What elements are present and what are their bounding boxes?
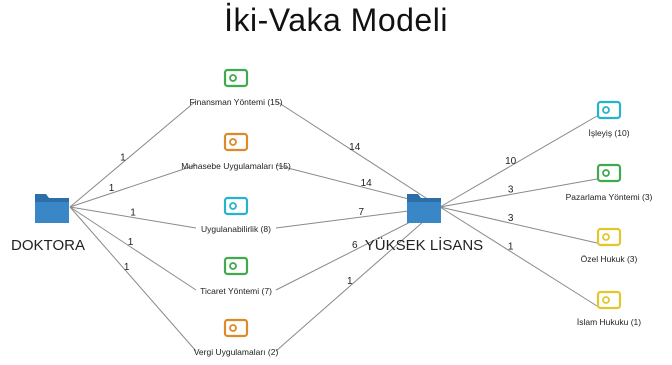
code-uygulanabilirlik-tag-icon bbox=[223, 196, 249, 216]
case-doktora-folder-icon bbox=[35, 194, 69, 223]
edge-yuksek-isleyis bbox=[439, 115, 598, 208]
code-isleyis-tag-icon bbox=[596, 100, 622, 120]
edge-weight-doktora-vergi: 1 bbox=[124, 262, 130, 273]
code-label-pazarlama: Pazarlama Yöntemi (3) bbox=[566, 192, 653, 202]
code-vergi-tag-icon bbox=[223, 318, 249, 338]
edge-weight-yuksek-finansman: 14 bbox=[349, 142, 361, 153]
edge-weight-yuksek-uygulanabilirlik: 7 bbox=[358, 207, 364, 218]
edge-doktora-uygulanabilirlik bbox=[69, 206, 197, 229]
edge-weight-yuksek-ozel: 3 bbox=[508, 213, 514, 224]
edge-layer: 1 1 1 1 1 14 14 7 6 1 10 3 3 1 bbox=[69, 100, 598, 352]
node-layer: DOKTORA YÜKSEK LİSANS Finansman Yöntemi (1… bbox=[11, 68, 653, 357]
code-label-finansman: Finansman Yöntemi (15) bbox=[190, 97, 283, 107]
edge-weight-yuksek-ticaret: 6 bbox=[352, 240, 358, 251]
code-ozel-tag-icon bbox=[596, 227, 622, 247]
edge-yuksek-pazarlama bbox=[439, 178, 598, 208]
code-label-uygulanabilirlik: Uygulanabilirlik (8) bbox=[201, 224, 271, 234]
case-label-yuksek: YÜKSEK LİSANS bbox=[365, 236, 483, 254]
code-muhasebe-tag-icon bbox=[223, 132, 249, 152]
edge-weight-doktora-finansman: 1 bbox=[120, 152, 126, 163]
edge-yuksek-ozel bbox=[439, 206, 598, 244]
edge-weight-yuksek-muhasebe: 14 bbox=[361, 178, 373, 189]
edge-weight-yuksek-vergi: 1 bbox=[347, 276, 353, 287]
edge-yuksek-vergi bbox=[275, 206, 441, 352]
edge-weight-doktora-ticaret: 1 bbox=[128, 237, 134, 248]
code-ticaret-tag-icon bbox=[223, 256, 249, 276]
edge-doktora-finansman bbox=[69, 100, 197, 208]
edge-yuksek-islam bbox=[439, 206, 598, 307]
edge-weight-doktora-muhasebe: 1 bbox=[109, 183, 115, 194]
code-label-ozel: Özel Hukuk (3) bbox=[581, 254, 638, 264]
code-islam-tag-icon bbox=[596, 290, 622, 310]
edge-doktora-muhasebe bbox=[69, 164, 197, 208]
case-yuksek-folder-icon bbox=[407, 194, 441, 223]
edge-weight-yuksek-islam: 1 bbox=[508, 242, 514, 253]
code-finansman-tag-icon bbox=[223, 68, 249, 88]
edge-doktora-ticaret bbox=[69, 206, 197, 291]
edge-doktora-vergi bbox=[69, 206, 197, 352]
edge-yuksek-finansman bbox=[275, 100, 441, 208]
diagram-title: İki-Vaka Modeli bbox=[224, 2, 448, 38]
code-label-vergi: Vergi Uygulamaları (2) bbox=[194, 347, 279, 357]
code-label-isleyis: İşleyiş (10) bbox=[588, 128, 629, 138]
code-label-islam: İslam Hukuku (1) bbox=[577, 317, 641, 327]
edge-weight-yuksek-isleyis: 10 bbox=[505, 156, 517, 167]
case-label-doktora: DOKTORA bbox=[11, 237, 85, 254]
edge-weight-yuksek-pazarlama: 3 bbox=[508, 184, 514, 195]
code-pazarlama-tag-icon bbox=[596, 163, 622, 183]
code-label-ticaret: Ticaret Yöntemi (7) bbox=[200, 286, 272, 296]
edge-weight-doktora-uygulanabilirlik: 1 bbox=[130, 208, 136, 219]
code-label-muhasebe: Muhasebe Uygulamaları (15) bbox=[181, 161, 291, 171]
